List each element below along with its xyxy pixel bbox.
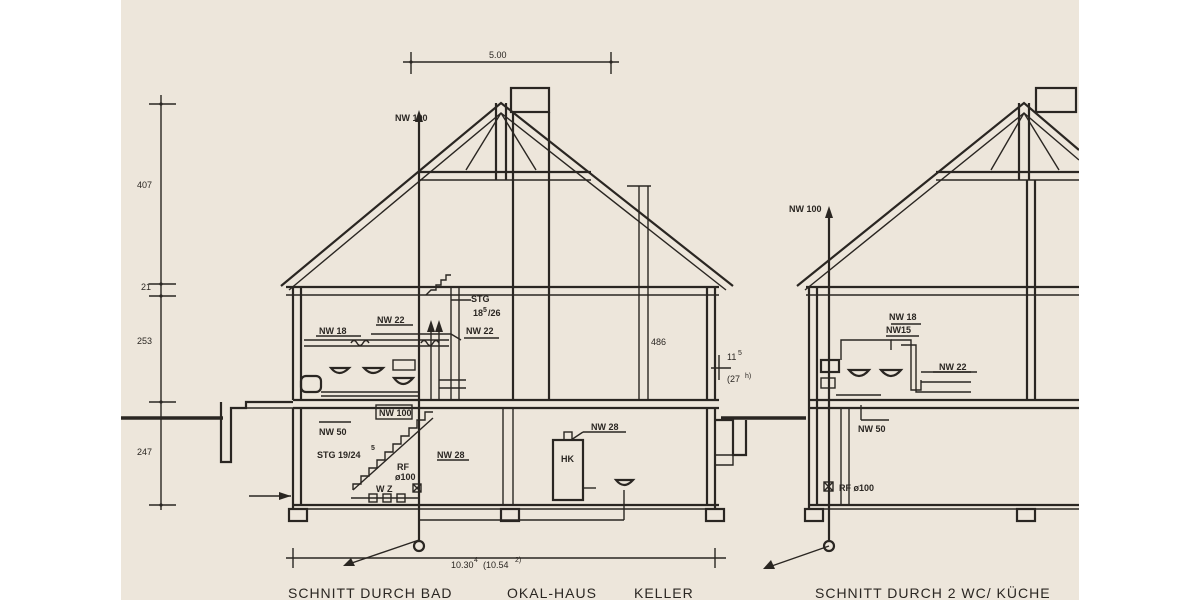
label-right-nw15: NW15: [886, 325, 911, 335]
dim-21: 21: [141, 282, 151, 292]
caption-okal-haus: OKAL-HAUS: [507, 585, 597, 600]
label-stg-bottom: STG 19/24: [317, 450, 361, 460]
label-nw100-mid: NW 100: [379, 408, 412, 418]
dim-27-sup: h): [745, 373, 751, 380]
label-right-rf: RF ø100: [839, 483, 874, 493]
drawing-sheet: 407 21 253 247 5.00: [121, 0, 1079, 600]
vertical-dimension-chain: 407 21 253 247: [137, 95, 176, 510]
label-nw28-a: NW 28: [591, 422, 619, 432]
label-nw22-b: NW 22: [466, 326, 494, 336]
label-stg-top: STG: [471, 294, 490, 304]
label-stg-top-sup: 5: [483, 307, 487, 314]
dim-10-30-sup: 4: [474, 557, 478, 564]
dim-253: 253: [137, 336, 152, 346]
label-rf-diameter: ø100: [395, 472, 416, 482]
dim-486: 486: [651, 337, 666, 347]
label-nw100-top: NW 100: [395, 113, 428, 123]
left-house-section: 486 NW 100: [219, 86, 751, 566]
label-stg-top-26: /26: [488, 308, 501, 318]
section-drawing: 407 21 253 247 5.00: [121, 50, 1079, 600]
caption-left: SCHNITT DURCH BAD: [288, 585, 453, 600]
dim-247: 247: [137, 447, 152, 457]
label-stg-top-18: 18: [473, 308, 483, 318]
dim-10-54-sup: 2): [515, 557, 521, 564]
dim-5-00: 5.00: [489, 50, 507, 60]
label-nw28-b: NW 28: [437, 450, 465, 460]
dim-27: (27: [727, 374, 740, 384]
label-rf: RF: [397, 462, 409, 472]
dim-407: 407: [137, 180, 152, 190]
top-dimension: 5.00: [403, 50, 619, 74]
caption-right: SCHNITT DURCH 2 WC/ KÜCHE: [815, 584, 1051, 600]
label-right-nw22: NW 22: [939, 362, 967, 372]
caption-keller: KELLER: [634, 585, 694, 600]
dim-11-5: 11: [727, 352, 736, 362]
dim-11-5-sup: 5: [738, 350, 742, 357]
label-right-nw50: NW 50: [858, 424, 886, 434]
label-right-nw100: NW 100: [789, 204, 822, 214]
label-stg-bottom-sup: 5: [371, 445, 375, 452]
label-nw50: NW 50: [319, 427, 347, 437]
label-nw18: NW 18: [319, 326, 347, 336]
dim-10-54: (10.54: [483, 560, 509, 570]
label-nw22-a: NW 22: [377, 315, 405, 325]
bottom-dimension: 10.30 4 (10.54 2): [286, 548, 726, 570]
label-right-nw18: NW 18: [889, 312, 917, 322]
dim-10-30: 10.30: [451, 560, 474, 570]
label-hk: HK: [561, 454, 574, 464]
label-wz: W Z: [376, 484, 393, 494]
right-house-section: NW 100 NW 18 NW15 NW 22 NW 50 RF ø100: [763, 86, 1079, 569]
